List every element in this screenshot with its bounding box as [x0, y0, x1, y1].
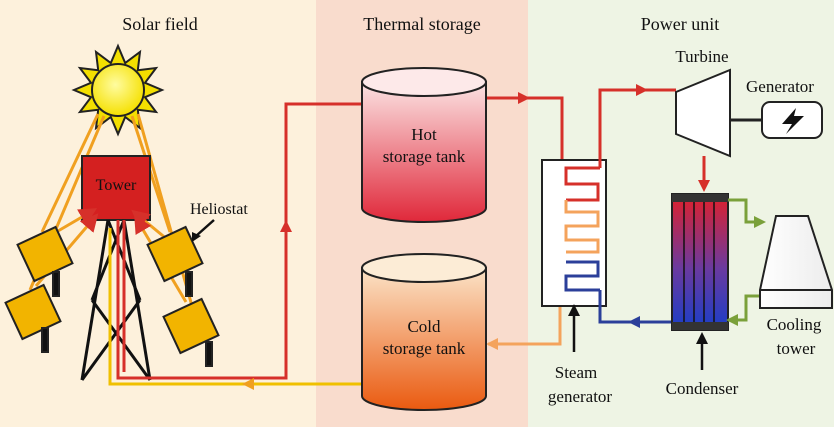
steam-generator-label-line1: Steam	[555, 363, 598, 382]
turbine: Turbine	[675, 47, 731, 158]
heliostat	[16, 225, 74, 297]
hot-storage-tank: Hot storage tank	[361, 67, 487, 223]
section-title-thermal-storage: Thermal storage	[363, 14, 480, 34]
cooling-tower: Cooling tower	[759, 215, 833, 358]
tower-label: Tower	[96, 177, 137, 194]
section-title-power-unit: Power unit	[641, 14, 720, 34]
condenser-label: Condenser	[666, 379, 739, 398]
water-pipe	[598, 290, 672, 324]
steam-pipe	[598, 88, 676, 168]
heliostat-label: Heliostat	[190, 201, 248, 218]
cooling-pipe-arrow	[726, 314, 738, 326]
generator: Generator	[746, 77, 823, 139]
cooling-tower-label-line2: tower	[777, 339, 816, 358]
cold-tank-label-line2: storage tank	[383, 339, 466, 358]
turbine-label: Turbine	[675, 47, 728, 66]
cooling-tower-label-line1: Cooling	[767, 315, 822, 334]
condenser	[671, 193, 729, 331]
generator-label: Generator	[746, 77, 814, 96]
steam-generator-pointer-head	[568, 304, 580, 316]
hot-pipe-arrow	[280, 220, 292, 232]
steam-pipe-arrow	[636, 84, 648, 96]
heliostat-pointer	[195, 219, 215, 237]
return-pipe-arrow	[242, 378, 254, 390]
section-title-solar-field: Solar field	[122, 14, 197, 34]
solar-field-panel	[0, 0, 316, 427]
cold-pipe-arrow	[486, 338, 498, 350]
lightning-icon	[782, 108, 804, 134]
heliostat	[162, 297, 220, 367]
heliostat	[146, 225, 204, 297]
hot-tank-label-line1: Hot	[411, 125, 437, 144]
steam-generator-label-line2: generator	[548, 387, 613, 406]
steam-generator	[541, 159, 607, 307]
cold-tank-label-line1: Cold	[407, 317, 441, 336]
sun-icon	[71, 43, 165, 137]
hot-pipe-arrow	[518, 92, 530, 104]
return-pipe	[108, 228, 362, 386]
cold-pipe	[488, 302, 562, 346]
cold-storage-tank: Cold storage tank	[361, 253, 487, 411]
cooling-pipe-arrow	[754, 216, 766, 228]
heliostat-pointer-head	[192, 232, 201, 242]
exhaust-arrow	[698, 180, 710, 192]
condenser-pointer-head	[696, 332, 708, 344]
hot-tank-label-line2: storage tank	[383, 147, 466, 166]
heliostat	[4, 283, 62, 353]
water-pipe-arrow	[628, 316, 640, 328]
